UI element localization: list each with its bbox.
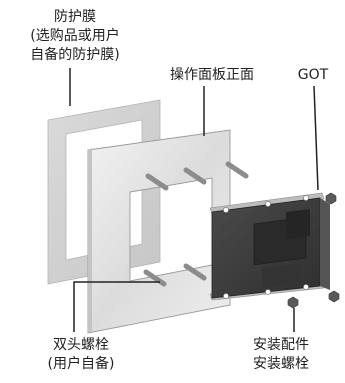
got-label: GOT [297,67,329,83]
panel-edge [88,148,92,333]
mounting-label-line2: 安装螺栓 [253,356,309,372]
panel-front-label: 操作面板正面 [170,67,254,83]
mounting-label-line1: 安装配件 [253,337,309,353]
stud-bolts-lower [143,263,207,287]
mounting-label: 安装配件 安装螺栓 [226,336,336,374]
stud-bolt-label-line2: (用户自备) [47,356,115,372]
leader-stud [73,281,160,332]
protective-film-label-line1: 防护膜 [54,9,96,25]
protective-film-label: 防护膜 (选购品或用户 自备的防护膜) [0,8,150,65]
leader-got [313,85,319,191]
stud-bolt-label: 双头螺栓 (用户自备) [20,336,142,374]
stud-bolt-label-line1: 双头螺栓 [53,337,109,353]
got-unit [209,192,330,301]
stud-bolts-upper [145,161,249,191]
protective-film-label-line2: (选购品或用户 [30,28,120,44]
protective-film [47,99,161,285]
leader-lines [69,68,319,332]
mounting-nuts [287,192,340,309]
protective-film-label-line3: 自备的防护膜) [30,47,120,63]
